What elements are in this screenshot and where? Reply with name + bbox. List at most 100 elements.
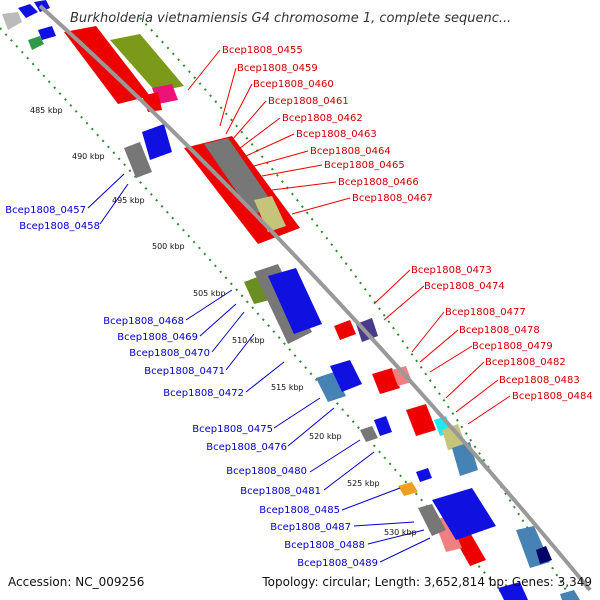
gene-label[interactable]: Bcep1808_0482 bbox=[485, 357, 566, 368]
gene-block bbox=[254, 196, 286, 232]
gene-block bbox=[406, 404, 436, 436]
label-connector bbox=[353, 521, 415, 527]
gene-block bbox=[2, 12, 22, 30]
label-connector bbox=[323, 451, 375, 491]
label-connector bbox=[373, 269, 411, 305]
gene-block bbox=[418, 504, 446, 536]
gene-block bbox=[316, 372, 346, 402]
gene-label[interactable]: Bcep1808_0489 bbox=[297, 558, 378, 569]
gene-label[interactable]: Bcep1808_0475 bbox=[192, 424, 273, 435]
label-connector bbox=[467, 395, 511, 425]
gene-label[interactable]: Bcep1808_0470 bbox=[129, 348, 210, 359]
gene-label[interactable]: Bcep1808_0466 bbox=[338, 177, 419, 188]
gene-block bbox=[372, 368, 400, 394]
gene-block bbox=[110, 34, 184, 92]
minus-strand-genes bbox=[124, 124, 580, 600]
gene-label[interactable]: Bcep1808_0471 bbox=[144, 366, 225, 377]
label-connector bbox=[239, 117, 281, 149]
gene-block bbox=[442, 424, 466, 450]
gene-label[interactable]: Bcep1808_0459 bbox=[237, 63, 318, 74]
gene-label[interactable]: Bcep1808_0465 bbox=[324, 160, 405, 171]
label-connector bbox=[245, 133, 295, 157]
label-connector bbox=[87, 173, 125, 209]
gene-label[interactable]: Bcep1808_0463 bbox=[296, 129, 377, 140]
gene-block bbox=[268, 268, 322, 334]
label-connector bbox=[455, 379, 499, 413]
label-connector bbox=[273, 397, 321, 429]
gene-label[interactable]: Bcep1808_0478 bbox=[459, 325, 540, 336]
gene-label[interactable]: Bcep1808_0455 bbox=[222, 45, 303, 56]
topology-label: Topology: circular; Length: 3,652,814 bp… bbox=[261, 575, 592, 589]
gene-label[interactable]: Bcep1808_0481 bbox=[240, 486, 321, 497]
gene-label[interactable]: Bcep1808_0474 bbox=[424, 281, 505, 292]
label-connector bbox=[187, 49, 221, 91]
gene-block bbox=[38, 26, 56, 40]
gene-block bbox=[416, 468, 432, 482]
gene-label[interactable]: Bcep1808_0484 bbox=[512, 391, 593, 402]
label-connector bbox=[341, 487, 401, 511]
gene-block bbox=[360, 426, 378, 442]
label-connector bbox=[231, 100, 267, 141]
gene-label[interactable]: Bcep1808_0460 bbox=[253, 79, 334, 90]
gene-label[interactable]: Bcep1808_0473 bbox=[411, 265, 492, 276]
inner-gene-labels: Bcep1808_0457 Bcep1808_0458 Bcep1808_046… bbox=[5, 205, 378, 569]
label-connector bbox=[225, 83, 253, 135]
gene-label[interactable]: Bcep1808_0485 bbox=[259, 505, 340, 516]
gene-block bbox=[432, 488, 496, 540]
gene-label[interactable]: Bcep1808_0462 bbox=[282, 113, 363, 124]
tick-label: 490 kbp bbox=[72, 152, 105, 161]
gene-block bbox=[560, 590, 580, 600]
gene-block bbox=[18, 4, 38, 18]
tick-label: 495 kbp bbox=[112, 196, 145, 205]
label-connector bbox=[411, 311, 445, 353]
label-connector bbox=[185, 289, 233, 321]
gene-block bbox=[498, 582, 528, 600]
gene-block bbox=[124, 142, 152, 178]
gene-block bbox=[28, 36, 44, 50]
gene-block bbox=[142, 124, 172, 160]
label-connector bbox=[99, 183, 129, 225]
scale-tick-labels: 485 kbp 490 kbp 495 kbp 500 kbp 505 kbp … bbox=[30, 106, 417, 537]
label-connector bbox=[367, 529, 425, 545]
label-connector bbox=[253, 150, 309, 167]
label-connector bbox=[261, 164, 323, 177]
label-connector bbox=[245, 361, 285, 393]
gene-label[interactable]: Bcep1808_0468 bbox=[103, 316, 184, 327]
gene-block bbox=[392, 366, 412, 386]
gene-label[interactable]: Bcep1808_0469 bbox=[117, 332, 198, 343]
gene-label[interactable]: Bcep1808_0476 bbox=[206, 442, 287, 453]
gene-label[interactable]: Bcep1808_0461 bbox=[268, 96, 349, 107]
tick-label: 485 kbp bbox=[30, 106, 63, 115]
tick-label: 520 kbp bbox=[309, 432, 342, 441]
label-connector bbox=[271, 181, 337, 191]
label-connector bbox=[291, 197, 351, 215]
label-connector bbox=[225, 333, 255, 371]
gene-label[interactable]: Bcep1808_0467 bbox=[352, 193, 433, 204]
label-connector bbox=[309, 439, 361, 473]
gene-label[interactable]: Bcep1808_0464 bbox=[310, 146, 391, 157]
map-title: Burkholderia vietnamiensis G4 chromosome… bbox=[70, 11, 511, 26]
gene-block bbox=[356, 318, 378, 342]
gene-label[interactable]: Bcep1808_0477 bbox=[445, 307, 526, 318]
label-connector bbox=[211, 311, 245, 353]
gene-block bbox=[374, 416, 392, 436]
gene-block bbox=[536, 546, 552, 564]
gene-label[interactable]: Bcep1808_0457 bbox=[5, 205, 86, 216]
gene-label[interactable]: Bcep1808_0472 bbox=[163, 388, 244, 399]
corner-genes bbox=[2, 0, 56, 50]
tick-label: 515 kbp bbox=[271, 383, 304, 392]
tick-label: 510 kbp bbox=[232, 336, 265, 345]
label-connector bbox=[383, 285, 425, 321]
chromosome-backbone bbox=[38, 4, 592, 592]
gene-label[interactable]: Bcep1808_0479 bbox=[472, 341, 553, 352]
gene-label[interactable]: Bcep1808_0483 bbox=[499, 375, 580, 386]
gene-label[interactable]: Bcep1808_0487 bbox=[270, 522, 351, 533]
gene-block bbox=[244, 276, 270, 304]
gene-block bbox=[398, 482, 418, 496]
gene-block bbox=[330, 360, 362, 392]
label-connector bbox=[219, 67, 237, 127]
tick-label: 505 kbp bbox=[193, 289, 226, 298]
gene-label[interactable]: Bcep1808_0480 bbox=[226, 466, 307, 477]
gene-label[interactable]: Bcep1808_0458 bbox=[19, 221, 100, 232]
gene-label[interactable]: Bcep1808_0488 bbox=[284, 540, 365, 551]
